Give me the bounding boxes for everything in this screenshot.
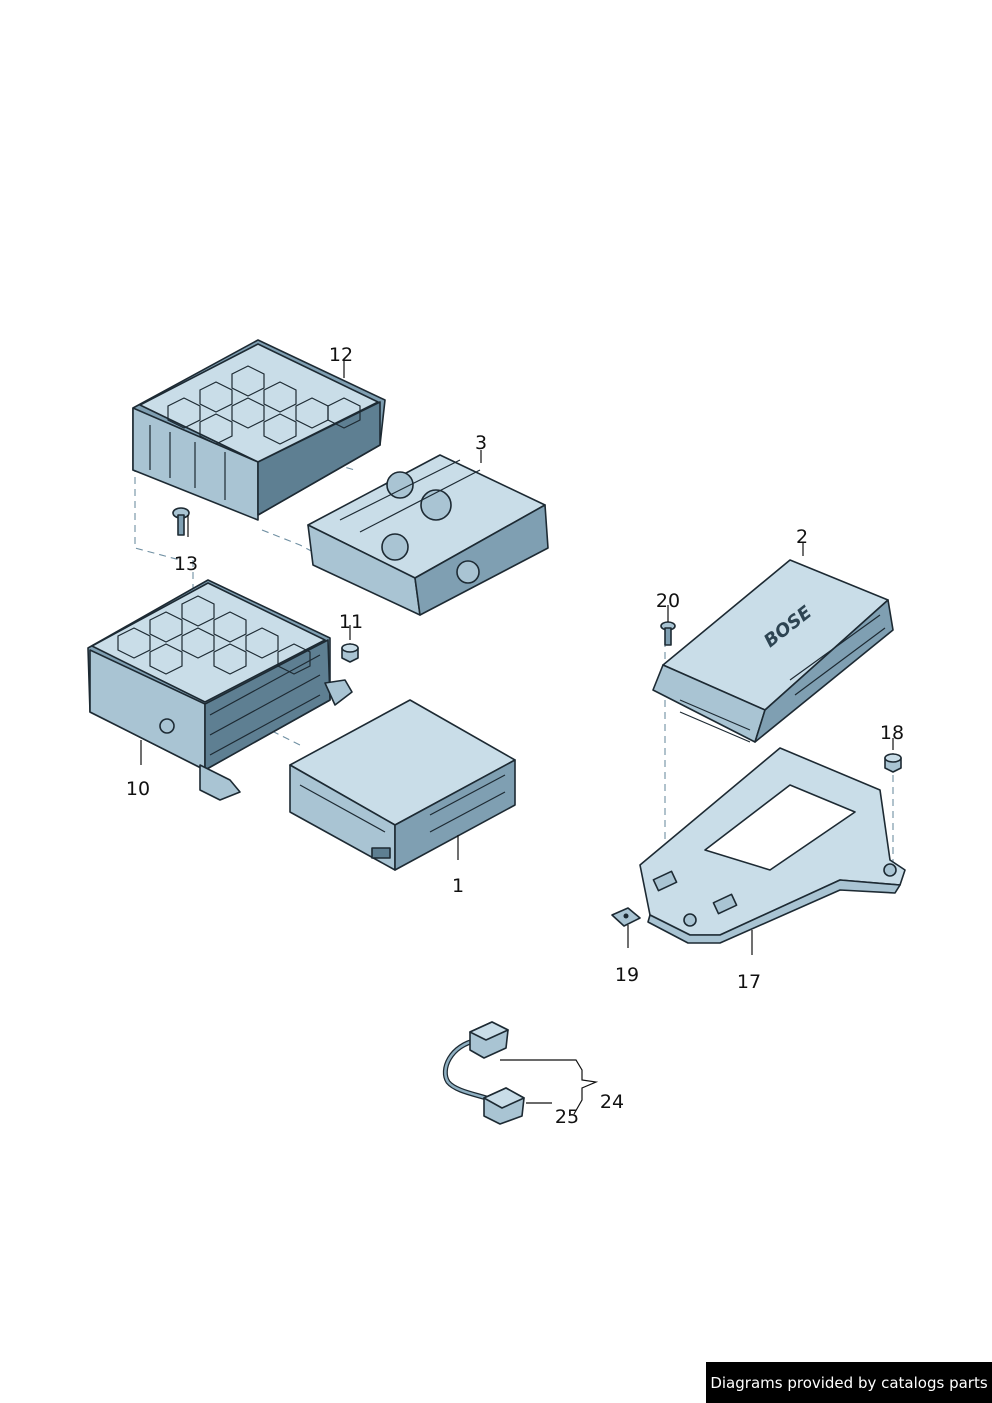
radio-unit-1 (289, 699, 516, 871)
callout-12: 12 (329, 344, 353, 366)
control-module-3 (307, 454, 549, 616)
footer-credit-text: Diagrams provided by catalogs parts (710, 1373, 988, 1392)
callout-labels: 1 2 3 10 11 12 13 17 18 19 20 24 25 (126, 344, 904, 1128)
mounting-tray-17 (639, 747, 906, 944)
callout-20: 20 (656, 590, 680, 612)
clip-nut-19 (611, 907, 641, 927)
lower-honeycomb-bracket (87, 579, 353, 801)
upper-honeycomb-bracket (132, 339, 386, 521)
screw-20 (660, 621, 676, 646)
callout-24: 24 (600, 1091, 624, 1113)
callout-11: 11 (339, 611, 363, 633)
adapter-cable-24 (442, 1021, 525, 1125)
nut-18 (884, 753, 902, 773)
footer-credit-badge: Diagrams provided by catalogs parts (706, 1362, 992, 1403)
callout-19: 19 (615, 964, 639, 986)
nut-11 (341, 643, 359, 663)
callout-25: 25 (555, 1106, 579, 1128)
callout-1: 1 (452, 875, 464, 897)
callout-18: 18 (880, 722, 904, 744)
screw-13 (172, 507, 190, 536)
bose-amplifier-2: BOSE (652, 559, 894, 743)
callout-17: 17 (737, 971, 761, 993)
callout-10: 10 (126, 778, 150, 800)
callout-2: 2 (796, 526, 808, 548)
callout-3: 3 (475, 432, 487, 454)
callout-13: 13 (174, 553, 198, 575)
leader-lines (140, 360, 894, 1115)
